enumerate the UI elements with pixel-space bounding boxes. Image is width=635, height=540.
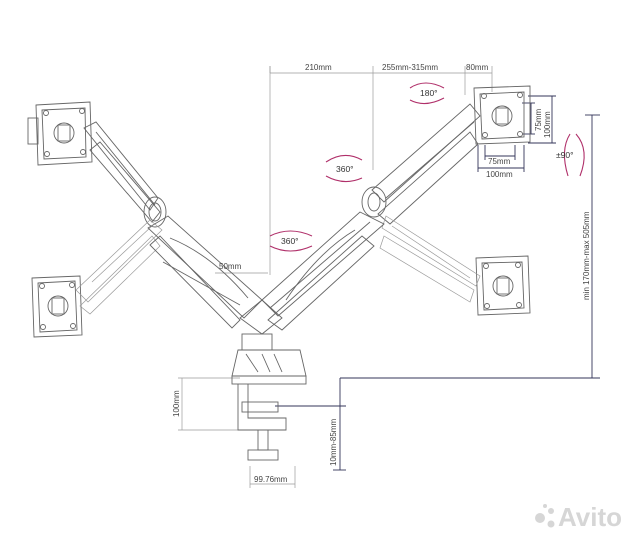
arm-reach-label: 210mm xyxy=(305,63,332,72)
left-arm-ghost xyxy=(75,219,163,315)
dimension-guides xyxy=(178,66,600,488)
right-arm-upper xyxy=(361,103,481,225)
rotation-top-label: 180° xyxy=(420,88,438,98)
top-offset-label: 80mm xyxy=(466,63,489,72)
rotation-tilt-label: ±90° xyxy=(556,150,574,160)
vesa-plate-top-left xyxy=(27,101,93,166)
vesa-width-1-label: 75mm xyxy=(488,157,511,166)
rotation-upper-joint-label: 360° xyxy=(336,164,354,174)
right-arm-lower xyxy=(261,211,385,331)
watermark-text: Avito xyxy=(558,502,622,532)
extension-label: 255mm-315mm xyxy=(382,63,438,72)
vesa-height-2-label: 100mm xyxy=(543,111,552,138)
pole-offset-label: 50mm xyxy=(219,262,242,271)
vesa-plate-bottom-left xyxy=(31,275,83,338)
vesa-plate-bottom-right xyxy=(475,255,531,316)
center-pole xyxy=(231,299,307,377)
vesa-height-1-label: 75mm xyxy=(534,108,543,131)
desk-thickness-label: 10mm-85mm xyxy=(329,419,338,466)
vesa-plate-top-right xyxy=(473,85,531,145)
desk-clamp xyxy=(231,375,307,461)
rotation-lower-joint-label: 360° xyxy=(281,236,299,246)
height-range-label: min 170mm-max 505mm xyxy=(582,211,591,300)
left-arm-lower xyxy=(147,215,263,329)
left-arm-upper xyxy=(83,121,167,228)
rotation-indicators xyxy=(269,82,585,252)
right-arm-ghost xyxy=(379,215,481,303)
avito-watermark: Avito xyxy=(535,502,622,532)
base-width-label: 99.76mm xyxy=(254,475,288,484)
clamp-height-label: 100mm xyxy=(172,390,181,417)
vesa-width-2-label: 100mm xyxy=(486,170,513,179)
